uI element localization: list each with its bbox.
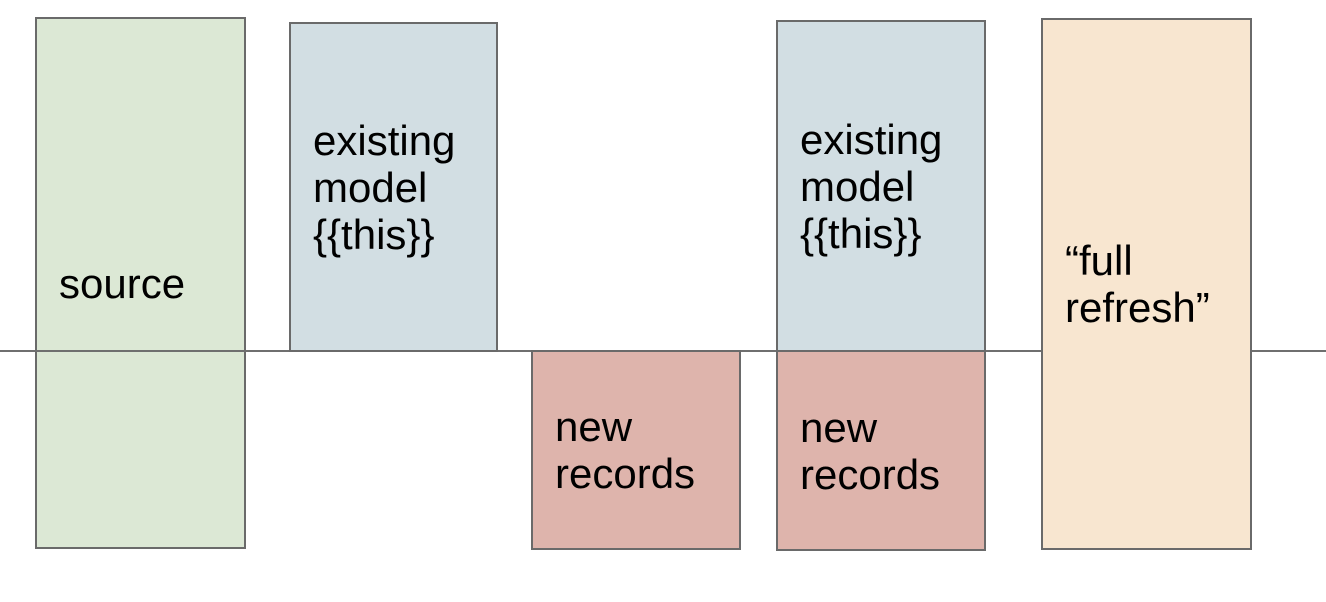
box-source-label: source (37, 260, 191, 307)
box-new-records-left-label: new records (533, 403, 701, 497)
box-existing-model-left: existing model {{this}} (289, 22, 498, 352)
label-line: “full (1065, 237, 1133, 284)
box-existing-model-right-label: existing model {{this}} (778, 116, 948, 257)
label-line: new (555, 403, 633, 450)
box-existing-model-left-label: existing model {{this}} (291, 117, 461, 258)
label-line: new (800, 403, 878, 451)
label-line: records (555, 450, 696, 497)
box-existing-model-right: existing model {{this}} (776, 20, 986, 352)
box-full-refresh-label: “full refresh” (1043, 237, 1216, 331)
label-line: records (800, 450, 941, 498)
box-new-records-right: new records (776, 350, 986, 551)
label-line: existing (313, 116, 456, 164)
label-line: {{this}} (800, 209, 922, 257)
label-line: model (800, 162, 915, 210)
label-line: model (313, 163, 428, 211)
label-line: existing (800, 115, 943, 163)
box-source: source (35, 17, 246, 549)
label-line: source (59, 259, 186, 307)
box-new-records-left: new records (531, 350, 741, 550)
label-line: {{this}} (313, 210, 435, 258)
label-line: refresh” (1065, 284, 1210, 331)
box-full-refresh: “full refresh” (1041, 18, 1252, 550)
box-new-records-right-label: new records (778, 404, 946, 498)
